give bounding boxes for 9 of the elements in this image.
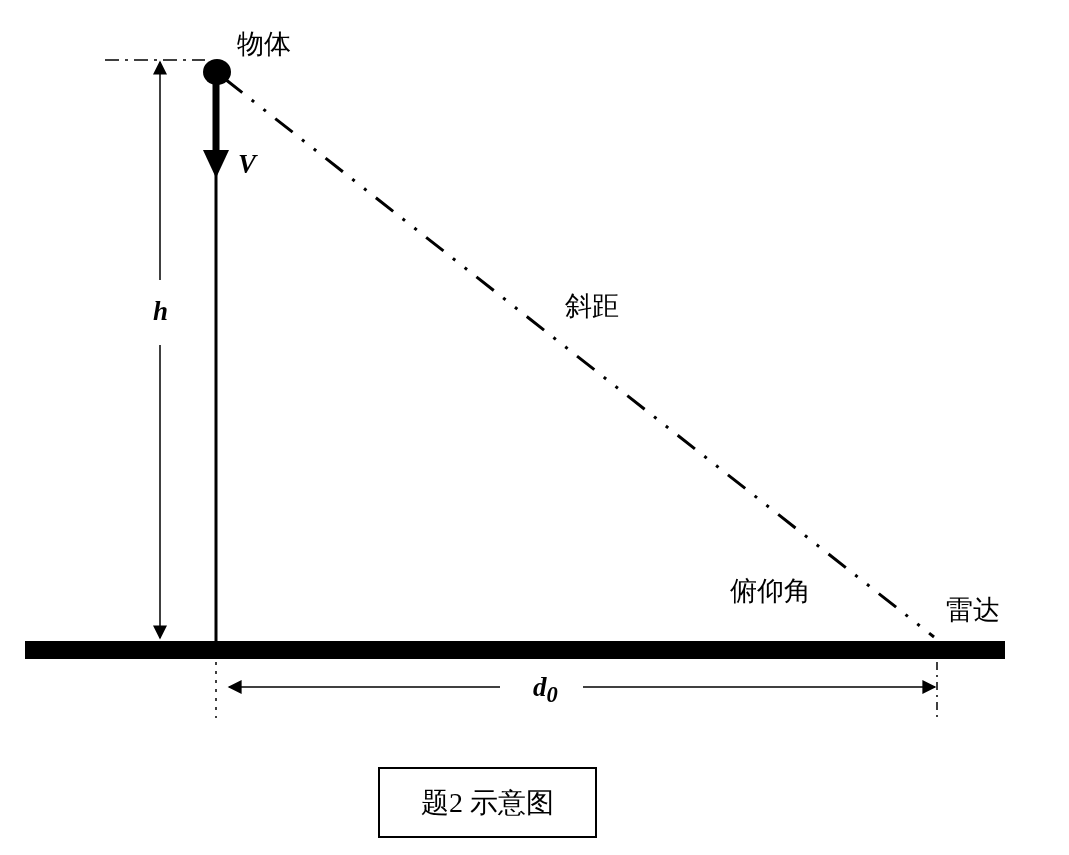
- caption-box: 题2 示意图: [378, 767, 597, 838]
- edge-label: 斜距: [565, 290, 619, 322]
- connector-line: [224, 77, 935, 639]
- node-label: 物体: [237, 28, 291, 60]
- angle-label: 俯仰角: [730, 575, 811, 607]
- node-label: 雷达: [946, 594, 1000, 626]
- velocity-symbol: V: [238, 148, 256, 180]
- distance-symbol: d$_{0}$: [533, 671, 558, 710]
- height-symbol: h: [153, 295, 169, 327]
